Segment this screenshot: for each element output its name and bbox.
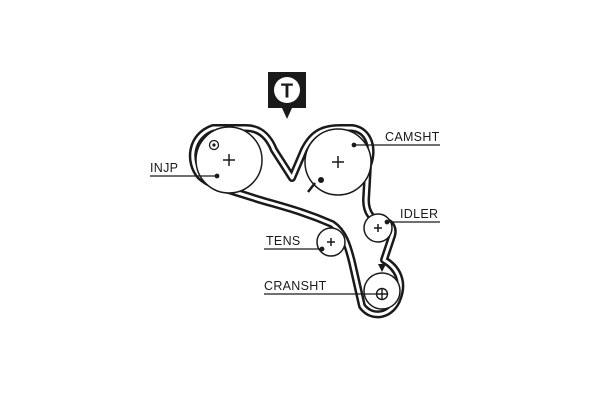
badge: T: [268, 72, 306, 119]
injp-pulley: [195, 126, 263, 194]
leader-lines: [150, 142, 440, 295]
belt: [188, 124, 405, 319]
camsht-timing-dot: [318, 177, 324, 183]
injp-timing-mark-inner: [212, 143, 216, 147]
camsht-pulley: [304, 128, 372, 196]
camsht-leader-dot: [351, 142, 357, 148]
cransht-pulley: [363, 264, 401, 310]
tens-pulley: [316, 227, 346, 257]
label-cransht: CRANSHT: [264, 279, 327, 293]
cransht-center-cross: [376, 288, 388, 300]
idler-leader-dot: [384, 219, 390, 225]
label-injp: INJP: [150, 161, 178, 175]
idler-pulley: [363, 213, 393, 243]
idler-center-cross: [374, 224, 382, 232]
injp-timing-mark-outer: [208, 139, 220, 151]
tens-center-cross: [327, 238, 335, 246]
camsht-center-cross: [332, 156, 344, 168]
injp-leader-dot: [214, 173, 220, 179]
label-tens: TENS: [266, 234, 301, 248]
badge-circle: [274, 77, 300, 103]
label-camsht: CAMSHT: [385, 130, 440, 144]
tens-leader-dot: [319, 246, 325, 252]
injp-center-cross: [223, 154, 235, 166]
badge-letter: T: [281, 81, 293, 103]
cransht-timing-arrow: [378, 264, 386, 272]
belt-inner: [191, 126, 402, 316]
label-idler: IDLER: [400, 207, 438, 221]
camsht-timing-mark: [307, 182, 316, 193]
